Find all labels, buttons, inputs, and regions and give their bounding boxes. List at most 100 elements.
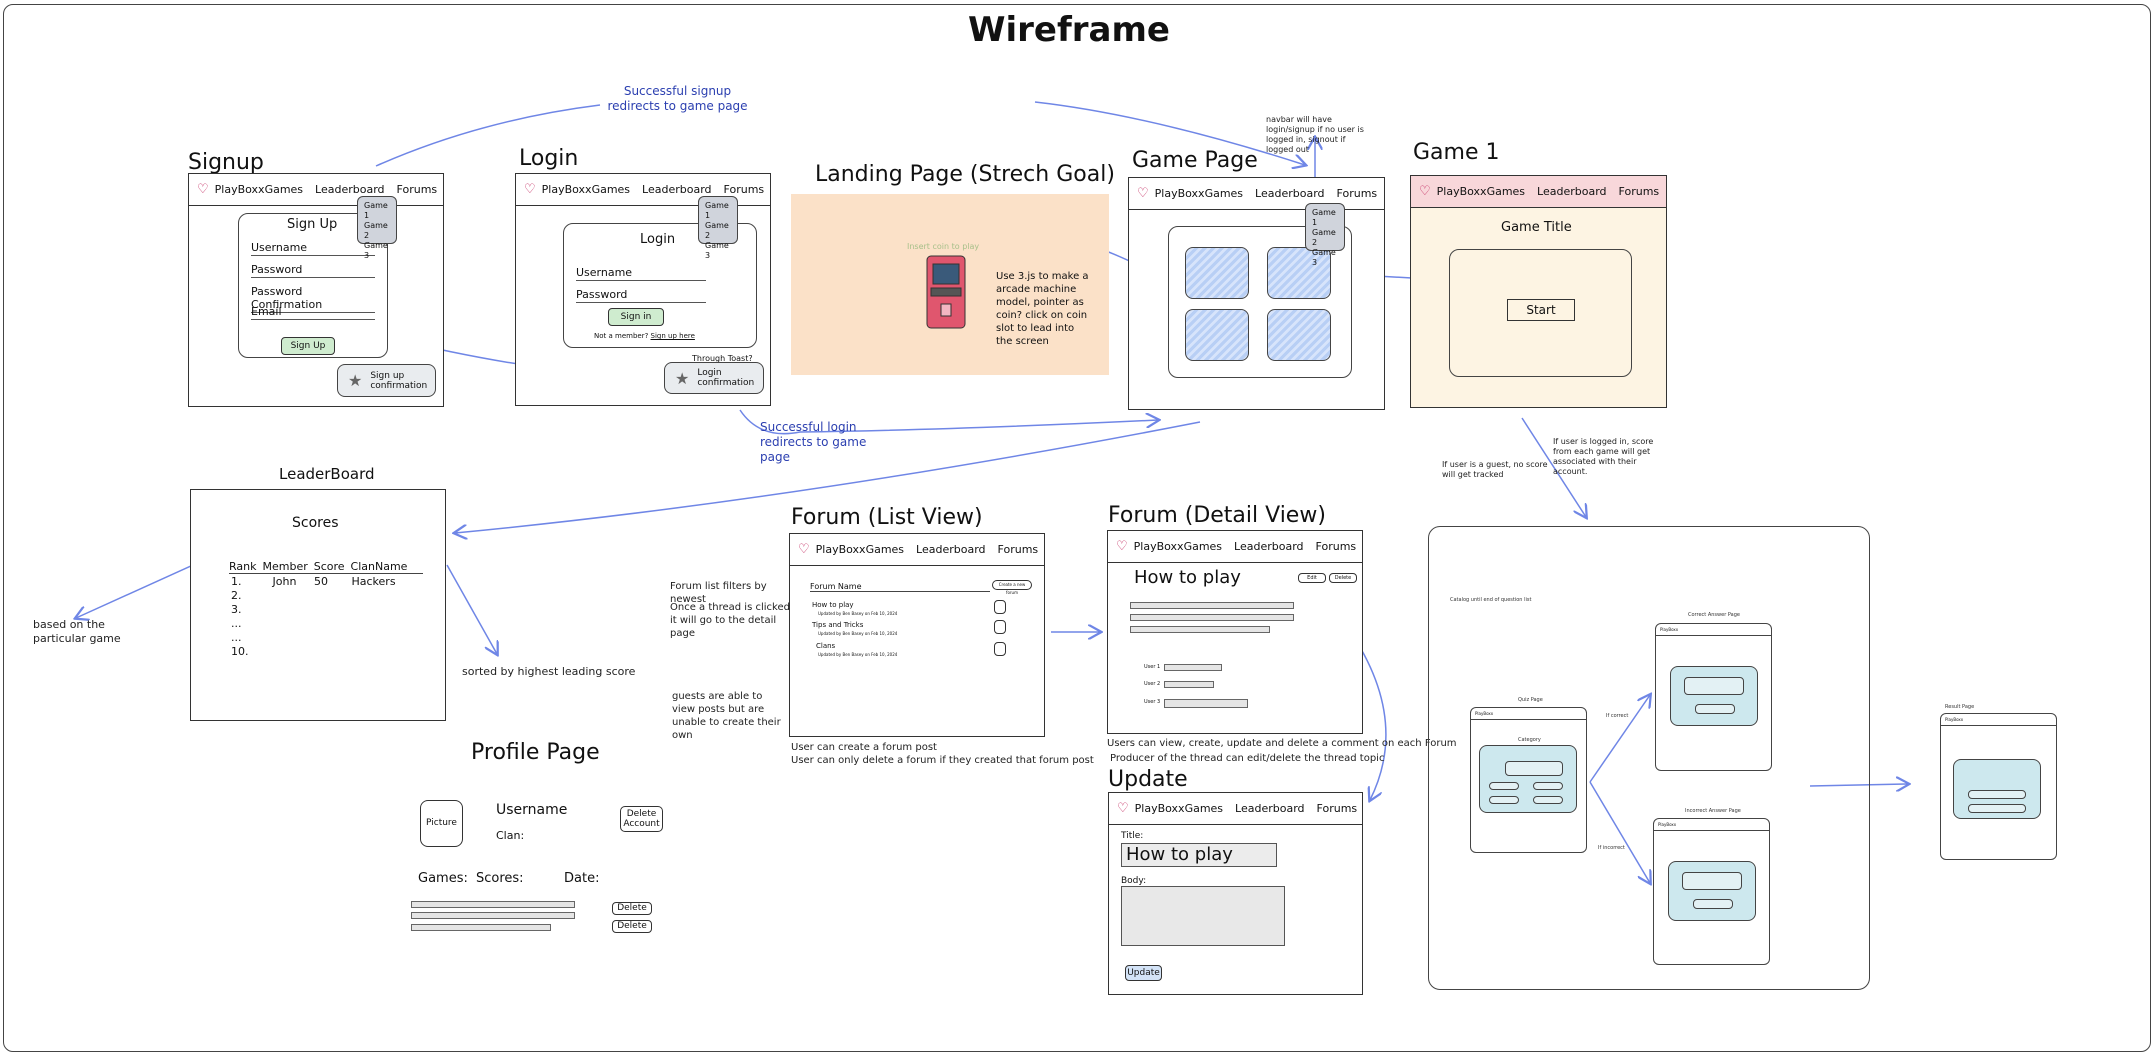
signup-link[interactable]: Sign up here [650,332,695,340]
profile-label: Profile Page [471,740,600,765]
dropdown-game-1[interactable]: Game 1 [705,201,729,220]
rank-row: ... [231,617,242,630]
delete-button[interactable]: Delete [612,920,652,933]
game-tile-3[interactable] [1185,309,1249,361]
nav-leaderboard[interactable]: Leaderboard [1537,185,1607,198]
brand-label[interactable]: PlayBoxx [214,183,265,196]
delete-button[interactable]: Delete [612,902,652,915]
comment-box[interactable] [1164,681,1214,688]
answer-button-4[interactable] [1533,796,1563,804]
landing-panel: Insert coin to play Use 3.js to make a a… [791,194,1109,375]
col-member: Member [262,560,308,573]
nav-forums[interactable]: Forums [1315,540,1357,553]
thread-delete-button[interactable] [994,620,1006,634]
nav-games[interactable]: Games [1183,540,1223,553]
incorrect-answer-button[interactable] [1682,872,1742,890]
score-cell: 50 [314,575,328,588]
comment-box[interactable] [1164,664,1222,671]
create-forum-input[interactable]: Create a new forum [992,580,1032,595]
navbar-note: navbar will have login/signup if no user… [1266,115,1364,154]
next-question-button[interactable] [1693,899,1733,909]
brand-label[interactable]: PlayBoxx [815,543,866,556]
nav-games[interactable]: Games [591,183,631,196]
play-again-button[interactable] [1968,790,2026,799]
answer-button-3[interactable] [1489,796,1519,804]
brand-label[interactable]: PlayBoxx [541,183,592,196]
profile-games-header: Games: [418,871,468,886]
page-title: Wireframe [968,10,1170,50]
brand-label[interactable]: PlayBoxx [1133,540,1184,553]
landing-label: Landing Page (Strech Goal) [815,162,1115,187]
thread-title[interactable]: Tips and Tricks [812,621,864,629]
nav-leaderboard[interactable]: Leaderboard [916,543,986,556]
next-question-button[interactable] [1695,704,1735,714]
mini-brand: PlayBoxx [1945,717,1964,722]
update-title-input[interactable]: How to play [1121,843,1277,867]
dropdown-game-3[interactable]: Game 3 [364,241,388,260]
brand-label[interactable]: PlayBoxx [1134,802,1185,815]
email-field[interactable]: Email [251,305,375,320]
comment-user: User 3 [1144,699,1161,705]
member-prompt-text: Not a member? [594,332,649,340]
nav-games[interactable]: Games [264,183,304,196]
delete-button[interactable]: Delete [1329,573,1357,583]
nav-leaderboard[interactable]: Leaderboard [642,183,712,196]
leaderboard-button[interactable] [1968,804,2026,813]
username-field[interactable]: Username [576,266,706,281]
nav-forums[interactable]: Forums [1336,187,1378,200]
game-tile-1[interactable] [1185,247,1249,299]
start-button[interactable]: Start [1507,299,1575,321]
nav-forums[interactable]: Forums [997,543,1039,556]
username-field[interactable]: Username [251,241,375,256]
answer-button-1[interactable] [1489,782,1519,790]
heart-icon: ♡ [1116,539,1128,554]
nav-games[interactable]: Games [1184,802,1224,815]
answer-button-2[interactable] [1533,782,1563,790]
signup-button[interactable]: Sign Up [281,337,335,355]
nav-games[interactable]: Games [865,543,905,556]
nav-leaderboard[interactable]: Leaderboard [1235,802,1305,815]
nav-forums[interactable]: Forums [396,183,438,196]
navbar: ♡ PlayBoxx Games Leaderboard Forums [1108,531,1362,563]
nav-forums[interactable]: Forums [1618,185,1660,198]
delete-account-button[interactable]: Delete Account [620,806,663,832]
signin-button[interactable]: Sign in [608,308,664,326]
edit-button[interactable]: Edit [1298,573,1326,583]
thread-meta: Updated by Ben Basey on Feb 10, 2024 [818,611,898,616]
forum-click-note: Once a thread is clicked it will go to t… [670,602,790,639]
brand-label[interactable]: PlayBoxx [1436,185,1487,198]
game-tile-2[interactable] [1267,247,1331,299]
profile-scores-header: Scores: [476,871,524,886]
password-confirmation-field[interactable]: Password Confirmation [251,285,375,313]
nav-leaderboard[interactable]: Leaderboard [315,183,385,196]
dropdown-game-2[interactable]: Game 2 [364,221,388,240]
thread-title[interactable]: How to play [812,601,854,609]
thread-delete-button[interactable] [994,642,1006,656]
signup-label: Signup [188,150,264,175]
dropdown-game-1[interactable]: Game 1 [364,201,388,220]
dropdown-game-2[interactable]: Game 2 [1312,228,1336,247]
comment-box[interactable] [1164,699,1248,708]
dropdown-game-3[interactable]: Game 3 [705,241,729,260]
update-body-input[interactable] [1121,886,1285,946]
dropdown-game-2[interactable]: Game 2 [705,221,729,240]
question-button[interactable] [1505,761,1563,776]
thread-delete-button[interactable] [994,600,1006,614]
dropdown-game-3[interactable]: Game 3 [1312,248,1336,267]
game-tile-4[interactable] [1267,309,1331,361]
password-field[interactable]: Password [576,288,706,303]
brand-label[interactable]: PlayBoxx [1154,187,1205,200]
correct-answer-button[interactable] [1684,677,1744,695]
thread-title[interactable]: Clans [816,642,836,650]
password-field[interactable]: Password [251,263,375,278]
nav-forums[interactable]: Forums [723,183,765,196]
arrow-login-redirect [739,409,1158,435]
nav-leaderboard[interactable]: Leaderboard [1255,187,1325,200]
nav-forums[interactable]: Forums [1316,802,1358,815]
rank-row: 10. [231,645,249,658]
nav-games[interactable]: Games [1204,187,1244,200]
nav-leaderboard[interactable]: Leaderboard [1234,540,1304,553]
nav-games[interactable]: Games [1486,185,1526,198]
dropdown-game-1[interactable]: Game 1 [1312,208,1336,227]
update-button[interactable]: Update [1125,965,1162,981]
